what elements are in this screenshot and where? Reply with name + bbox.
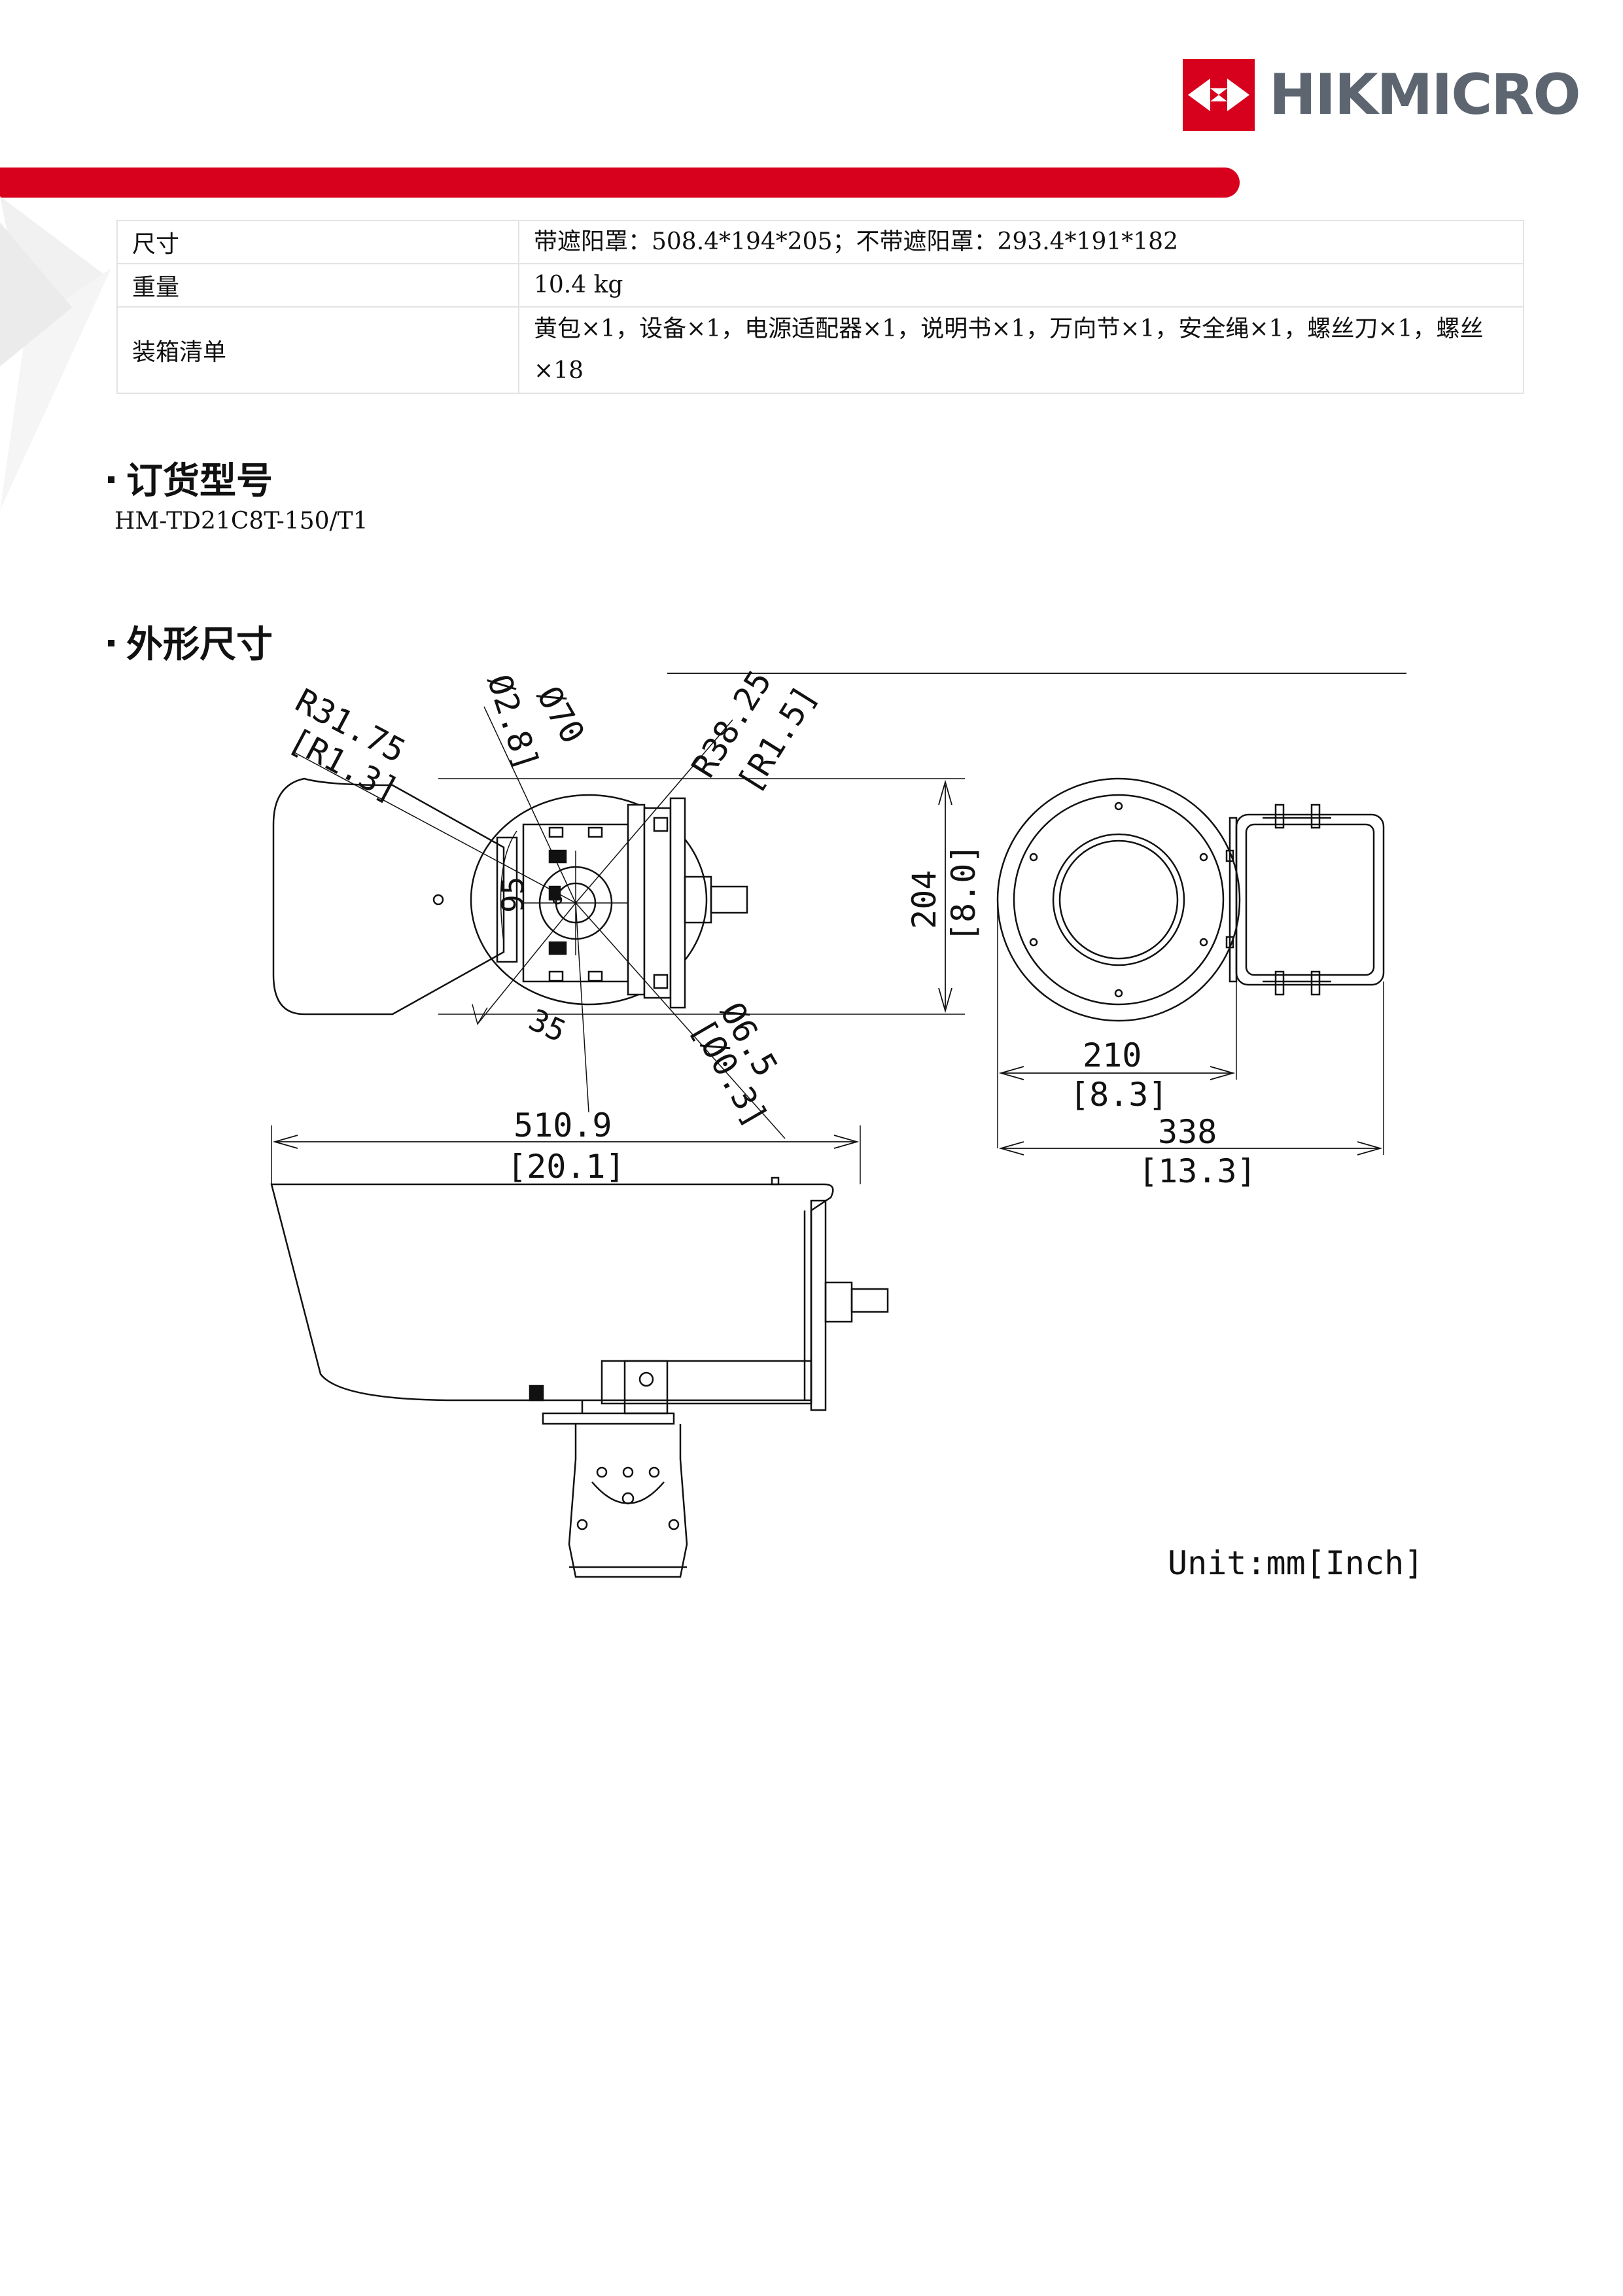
decorative-watermark [0, 196, 111, 510]
spec-key: 尺寸 [116, 220, 519, 264]
brand-name: HIKMICRO [1269, 62, 1581, 128]
order-title-text: 订货型号 [126, 460, 273, 503]
table-row: 重量 10.4 kg [116, 263, 1524, 308]
model-number: HM-TD21C8T-150/T1 [114, 508, 368, 535]
label-l5109-mm: 510.9 [514, 1106, 612, 1144]
dimension-labels: R31.75 [R1.3] Ø2.8] Ø70 R38.25 [R1.5] 20… [283, 667, 1256, 1190]
label-h204-mm: 204 [905, 870, 943, 929]
spec-table: 尺寸 带遮阳罩：508.4*194*205；不带遮阳罩：293.4*191*18… [116, 220, 1524, 394]
label-w210-mm: 210 [1083, 1036, 1142, 1074]
bullet-icon [108, 639, 114, 646]
bullet-icon [108, 476, 114, 483]
hikmicro-logo-mark [1183, 59, 1255, 131]
spec-value: 10.4 kg [518, 263, 1524, 308]
dimension-drawing: R31.75 [R1.3] Ø2.8] Ø70 R38.25 [R1.5] 20… [270, 667, 1385, 1578]
label-l5109-in: [20.1] [507, 1148, 625, 1186]
top-view [272, 706, 965, 1139]
unit-label: Unit:mm[Inch] [1168, 1544, 1424, 1582]
spec-value: 黄包×1，设备×1，电源适配器×1，说明书×1，万向节×1，安全绳×1，螺丝刀×… [518, 306, 1524, 394]
label-w210-in: [8.3] [1070, 1076, 1168, 1114]
side-view [270, 1125, 889, 1578]
spec-value: 带遮阳罩：508.4*194*205；不带遮阳罩：293.4*191*182 [518, 220, 1524, 264]
label-h204-in: [8.0] [945, 843, 983, 942]
label-w338-in: [13.3] [1138, 1152, 1257, 1190]
table-row: 尺寸 带遮阳罩：508.4*194*205；不带遮阳罩：293.4*191*18… [116, 220, 1524, 264]
order-section-title: 订货型号 [108, 451, 273, 504]
front-view [996, 777, 1385, 1156]
dimension-title-text: 外形尺寸 [126, 624, 273, 666]
section-divider [667, 673, 1406, 674]
spec-key: 装箱清单 [116, 306, 519, 394]
label-d95: 95 [495, 877, 531, 913]
label-d28: Ø2.8] [480, 670, 547, 775]
spec-key: 重量 [116, 263, 519, 308]
dimension-section-title: 外形尺寸 [108, 615, 273, 668]
header-bar [0, 168, 1240, 198]
table-row: 装箱清单 黄包×1，设备×1，电源适配器×1，说明书×1，万向节×1，安全绳×1… [116, 306, 1524, 394]
label-w338-mm: 338 [1158, 1113, 1217, 1151]
label-a35: 35 [523, 1002, 571, 1049]
hikmicro-logo: HIKMICRO [1183, 59, 1581, 131]
